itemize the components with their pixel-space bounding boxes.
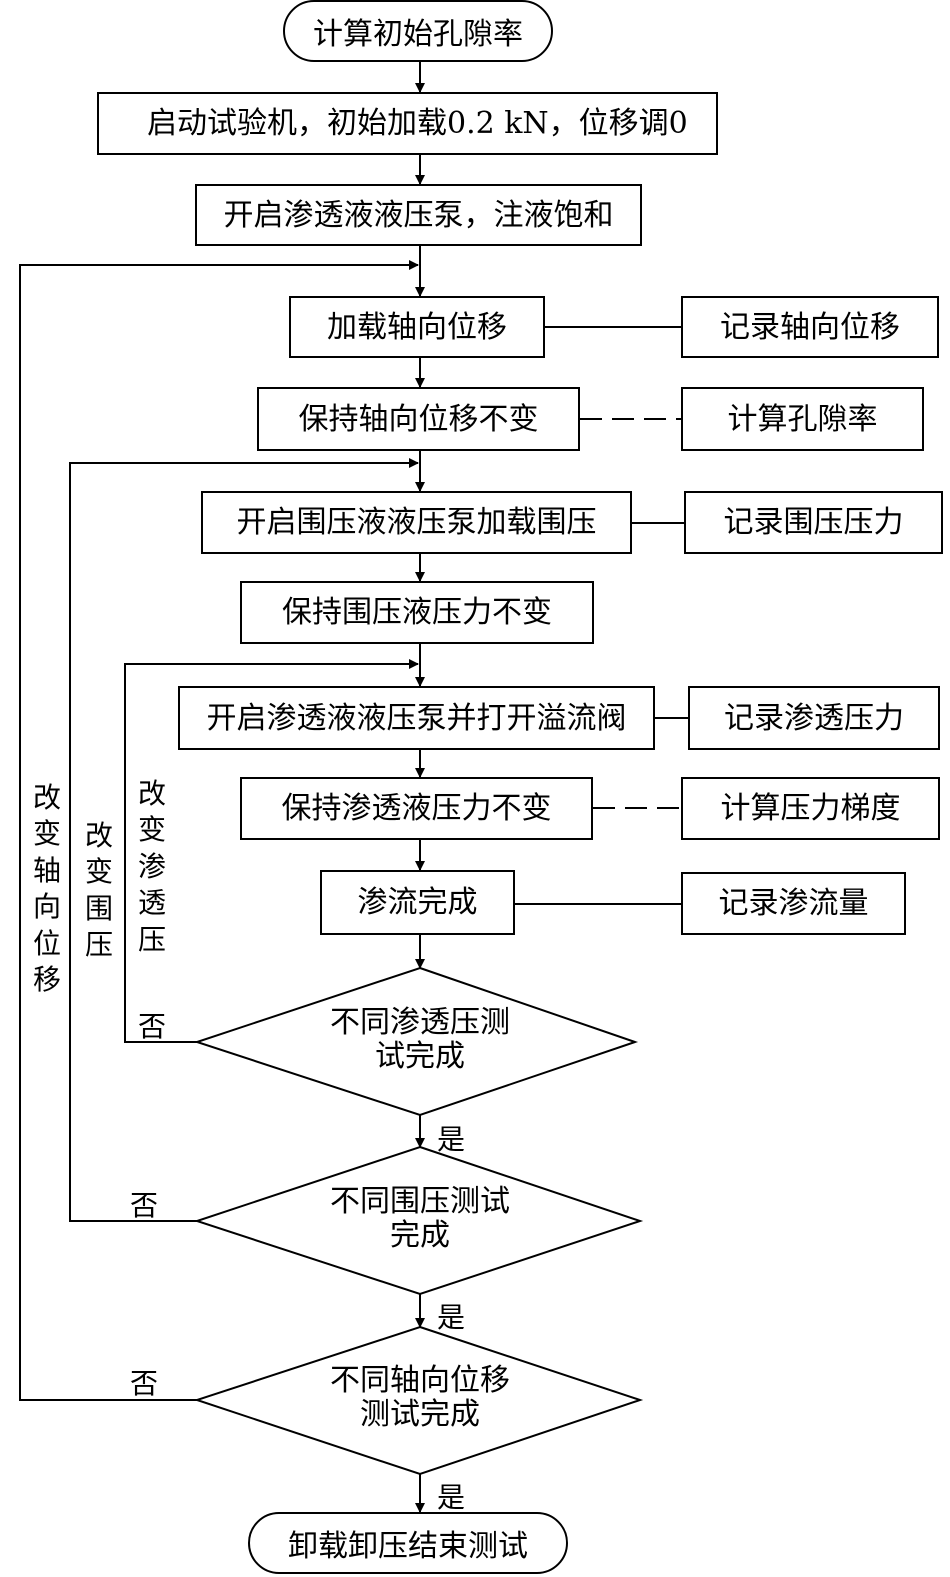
step-hold-confining: 保持围压液压力不变 (240, 581, 594, 644)
start-terminal: 计算初始孔隙率 (283, 0, 553, 62)
loop-label-change-seepage: 改变渗透压 (137, 777, 166, 956)
decision-diamond-confining (193, 1145, 644, 1296)
decision-confining-text: 不同围压测试 完成 (330, 1184, 510, 1253)
step-load-confining: 开启围压液液压泵加载围压 (201, 491, 632, 554)
step-open-seepage: 开启渗透液液压泵并打开溢流阀 (178, 686, 655, 750)
yes-label-3: 是 (437, 1481, 466, 1514)
step-load-axial: 加载轴向位移 (289, 296, 545, 358)
record-axial-displacement: 记录轴向位移 (681, 296, 939, 358)
yes-label-1: 是 (437, 1123, 466, 1156)
decision-diamond-axial (193, 1325, 644, 1476)
step-seepage-done: 渗流完成 (320, 870, 515, 935)
step-hold-seepage: 保持渗透液压力不变 (240, 777, 593, 840)
decision-axial-text: 不同轴向位移 测试完成 (330, 1363, 510, 1432)
loop-label-change-axial: 改变轴向位移 (32, 781, 61, 996)
record-confining-pressure: 记录围压压力 (684, 491, 943, 554)
record-seepage-flow: 记录渗流量 (681, 872, 906, 935)
no-label-3: 否 (130, 1367, 159, 1400)
record-seepage-pressure: 记录渗透压力 (688, 686, 940, 750)
end-terminal: 卸载卸压结束测试 (248, 1512, 568, 1574)
loop-label-change-confining: 改变围压 (84, 819, 113, 962)
no-label-1: 否 (138, 1010, 167, 1043)
no-label-2: 否 (130, 1189, 159, 1222)
yes-label-2: 是 (437, 1301, 466, 1334)
calc-pressure-gradient: 计算压力梯度 (681, 777, 940, 840)
decision-diamond-seepage (193, 966, 639, 1117)
step-start-machine: 启动试验机，初始加载0.2 kN，位移调0 (97, 92, 718, 155)
decision-seepage-text: 不同渗透压测 试完成 (330, 1005, 510, 1074)
calc-porosity: 计算孔隙率 (681, 387, 924, 451)
step-saturate: 开启渗透液液压泵，注液饱和 (195, 184, 642, 246)
step-hold-axial: 保持轴向位移不变 (257, 387, 580, 451)
